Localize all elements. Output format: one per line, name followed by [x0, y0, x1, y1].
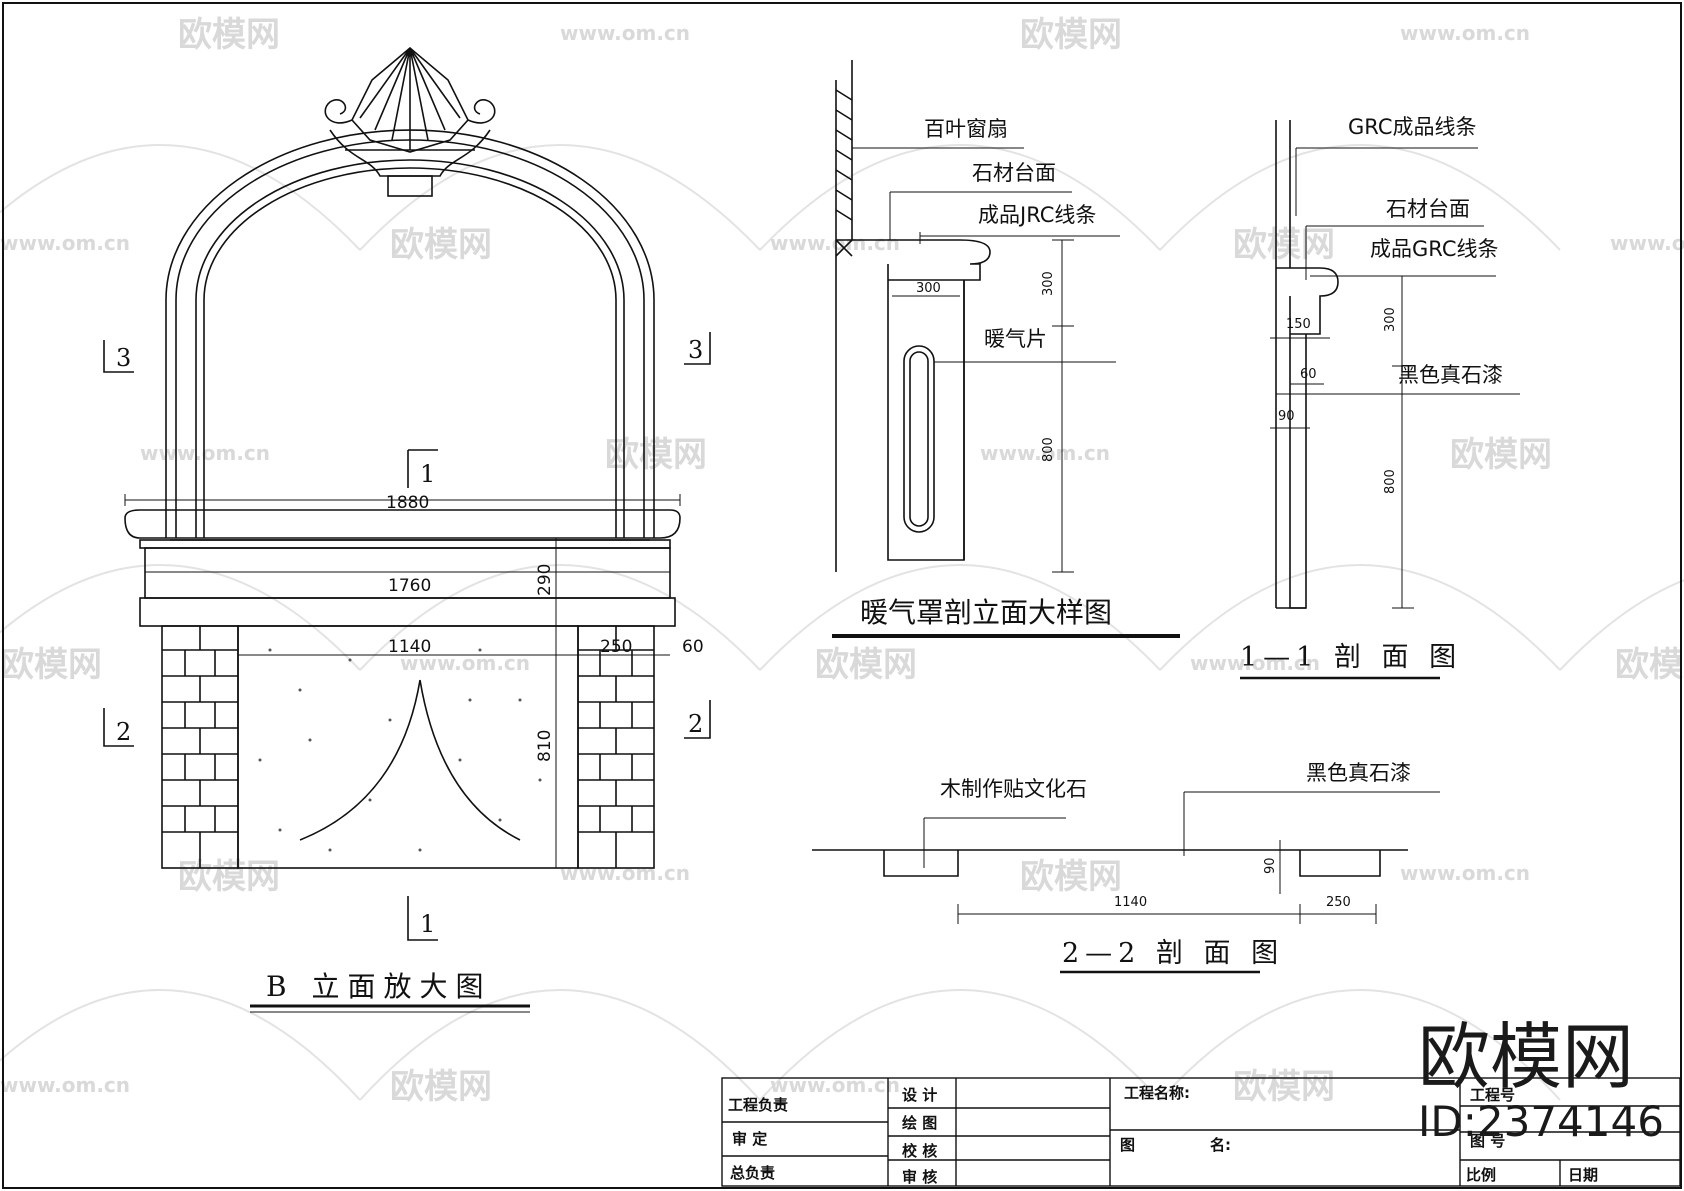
section-mark-3-left: 3	[116, 344, 131, 372]
label-stone-top: 石材台面	[1386, 197, 1470, 221]
watermark-brand: 欧模网	[605, 435, 707, 475]
dim-250: 250	[1326, 895, 1351, 910]
watermark-brand-big: 欧模网	[1418, 1015, 1634, 1099]
section-1-1-title: 1—1 剖 面 图	[1240, 642, 1462, 673]
section-mark-1-top: 1	[420, 460, 435, 488]
label-jrc-molding: 成品JRC线条	[978, 203, 1096, 227]
dim-300-depth: 300	[916, 281, 941, 296]
watermark-brand: 欧模网	[1615, 645, 1684, 685]
radiator-element	[903, 345, 935, 533]
tb-drawing-no: 图 号	[1470, 1132, 1505, 1150]
dim-90: 90	[1278, 409, 1295, 424]
tb-approve: 审 定	[732, 1130, 767, 1148]
dim-810: 810	[535, 730, 555, 762]
watermark-brand: 欧模网	[178, 857, 280, 897]
watermark-brand: 欧模网	[815, 645, 917, 685]
watermark-url: www.om.cn	[560, 21, 690, 45]
watermark-brand: 欧模网	[178, 15, 280, 55]
stone-speckle	[258, 648, 542, 852]
watermark-url: www.om.cn	[0, 231, 130, 255]
dim-300: 300	[1383, 307, 1398, 332]
brick-pier-left	[161, 625, 239, 869]
section-mark-2-left: 2	[116, 718, 131, 746]
watermark-url: www.om.cn	[770, 231, 900, 255]
dim-290: 290	[535, 564, 555, 596]
elevation-b-labels: 1880 1760 1140 250 60 290 810 3 3 2 2 1 …	[116, 336, 704, 1003]
watermark-text-layer: 欧模网 欧模网 欧模网 欧模网 欧模网 欧模网 欧模网 欧模网 欧模网 欧模网 …	[0, 15, 1684, 1107]
label-black-paint: 黑色真石漆	[1398, 363, 1503, 387]
dim-1140: 1140	[1114, 895, 1147, 910]
tb-drawing: 绘 图	[902, 1114, 937, 1132]
dim-300-upper: 300	[1041, 271, 1056, 296]
tb-scale: 比例	[1466, 1166, 1496, 1184]
tb-project-no: 工程号	[1470, 1086, 1515, 1104]
title-block-labels: 工程负责 审 定 总负责 设 计 绘 图 校 核 审 核 工程名称: 图 名: …	[728, 1084, 1598, 1186]
watermark-url: www.om.cn	[560, 861, 690, 885]
dim-250: 250	[600, 637, 632, 657]
label-grc-line: GRC成品线条	[1348, 115, 1476, 139]
dim-1140: 1140	[388, 637, 431, 657]
dim-60: 60	[1300, 367, 1317, 382]
tb-check: 校 核	[902, 1142, 937, 1160]
label-radiator: 暖气片	[984, 327, 1047, 351]
label-louver: 百叶窗扇	[924, 117, 1008, 141]
watermark-id: ID:2374146	[1418, 1097, 1664, 1146]
dim-800-lower: 800	[1041, 437, 1056, 462]
section-mark-2-right: 2	[688, 710, 703, 738]
dim-90: 90	[1263, 857, 1278, 874]
watermark-brand: 欧模网	[1233, 225, 1335, 265]
tb-design: 设 计	[902, 1086, 937, 1104]
watermark-brand: 欧模网	[1020, 857, 1122, 897]
dim-800: 800	[1383, 469, 1398, 494]
watermark-url: www.om.cn	[140, 441, 270, 465]
watermark-url: www.om.cn	[1400, 861, 1530, 885]
label-grc-molding: 成品GRC线条	[1370, 237, 1498, 261]
section-mark-3-right: 3	[688, 336, 703, 364]
watermark-layer	[0, 144, 1684, 1101]
brick-pier-right	[577, 625, 655, 869]
elevation-b-title: B 立面放大图	[266, 970, 491, 1003]
watermark-brand: 欧模网	[0, 645, 102, 685]
watermark-url: www.om.cn	[0, 1073, 130, 1097]
watermark-url-layer: www.om.cn www.om.cn www.om.cn www.om.cn …	[0, 21, 1684, 1097]
watermark-url: www.om.cn	[1190, 651, 1320, 675]
watermark-url: www.om.cn	[1400, 21, 1530, 45]
section-2-2	[812, 791, 1440, 974]
tb-drawing-name-b: 名:	[1210, 1136, 1231, 1154]
dim-60: 60	[682, 637, 704, 657]
radiator-detail-title: 暖气罩剖立面大样图	[860, 596, 1112, 629]
label-black-paint: 黑色真石漆	[1306, 761, 1411, 785]
tb-chief: 总负责	[730, 1164, 775, 1182]
dim-1760: 1760	[388, 576, 431, 596]
tb-date: 日期	[1568, 1166, 1598, 1184]
watermark-url: www.om.cn	[980, 441, 1110, 465]
watermark-brand: 欧模网	[390, 225, 492, 265]
shell-crest	[324, 46, 496, 197]
title-block	[721, 1077, 1681, 1187]
dim-1880: 1880	[386, 493, 429, 513]
section-1-1	[1240, 120, 1520, 680]
dim-150: 150	[1286, 317, 1311, 332]
tb-drawing-name-a: 图	[1120, 1136, 1135, 1154]
label-stone-top: 石材台面	[972, 161, 1056, 185]
watermark-url: www.om.cn	[770, 1073, 900, 1097]
tb-project-name: 工程名称:	[1124, 1084, 1190, 1102]
tb-project-lead: 工程负责	[728, 1096, 788, 1114]
section-2-2-title: 2—2 剖 面 图	[1062, 938, 1284, 969]
watermark-brand: 欧模网	[1450, 435, 1552, 475]
watermark-brand: 欧模网	[390, 1067, 492, 1107]
section-1-1-labels: GRC成品线条 石材台面 成品GRC线条 黑色真石漆 150 60 90 300…	[1240, 115, 1503, 673]
tb-review: 审 核	[902, 1168, 937, 1186]
watermark-brand: 欧模网	[1233, 1067, 1335, 1107]
elevation-b	[103, 46, 711, 1013]
label-wood-stone: 木制作贴文化石	[940, 777, 1087, 801]
watermark-brand: 欧模网	[1020, 15, 1122, 55]
radiator-detail-labels: 百叶窗扇 石材台面 成品JRC线条 暖气片 300 300 800 暖气罩剖立面…	[860, 117, 1112, 629]
section-2-2-labels: 木制作贴文化石 黑色真石漆 90 1140 250 2—2 剖 面 图	[940, 761, 1411, 969]
radiator-detail	[832, 60, 1180, 638]
watermark-url: www.om.cn	[1610, 231, 1684, 255]
section-mark-1-bottom: 1	[420, 910, 435, 938]
